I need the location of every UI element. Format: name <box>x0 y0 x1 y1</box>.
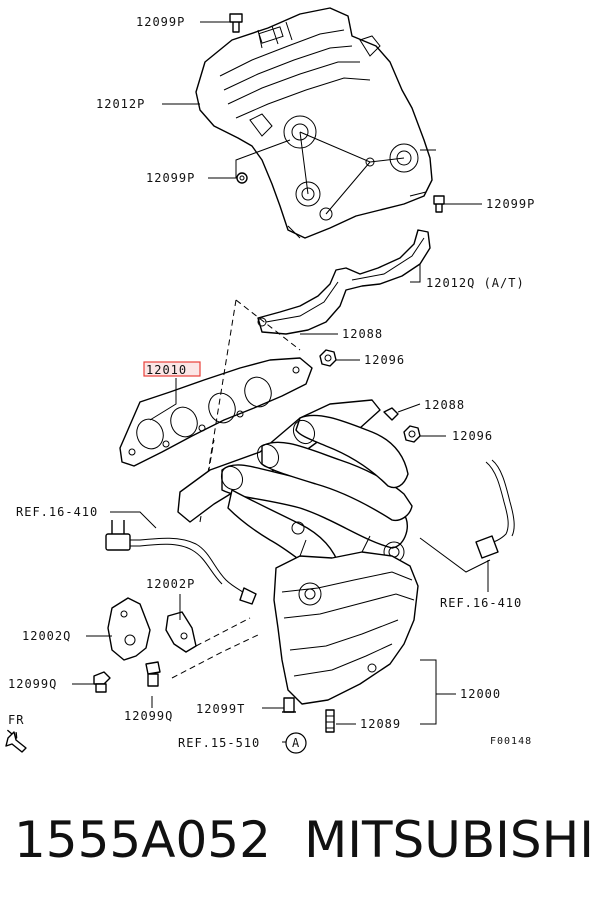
bracket-12012Q <box>257 229 431 335</box>
label-12002P: 12002P <box>146 577 195 591</box>
exhaust-manifold-12000 <box>177 399 419 705</box>
label-12000: 12000 <box>460 687 501 701</box>
bolt-12099Q-bottom <box>145 661 161 687</box>
label-12099Q-bottom: 12099Q <box>124 709 173 723</box>
label-fr: FR <box>8 713 24 727</box>
washer-12088-b <box>383 407 399 421</box>
bolt-12099P-right <box>433 195 445 213</box>
label-12099P-right: 12099P <box>486 197 535 211</box>
bolt-12099Q-left <box>93 671 111 693</box>
label-12089: 12089 <box>360 717 401 731</box>
label-12012P: 12012P <box>96 97 145 111</box>
label-ref16-right: REF.16-410 <box>440 596 522 610</box>
label-fig-code: F00148 <box>490 736 532 747</box>
gasket-12010 <box>119 357 313 467</box>
nut-12096-a <box>319 349 337 367</box>
bolt-12099P-top <box>229 13 243 33</box>
bracket-12002Q <box>107 597 151 661</box>
brand-name: MITSUBISHI <box>304 811 594 869</box>
stud-12099T <box>282 697 296 713</box>
o2-sensor-left <box>105 520 257 605</box>
bracket-12002P <box>165 611 197 653</box>
exhaust-manifold-diagram: 12099P 12012P 12099P 12099P 12012Q (A/T)… <box>5 7 535 754</box>
label-12012Q: 12012Q (A/T) <box>426 276 525 290</box>
leader-lines <box>72 21 491 743</box>
bracket-dash-lines <box>171 617 261 679</box>
circle-a-marker <box>285 732 307 754</box>
highlight-box-12010 <box>143 361 201 377</box>
label-circle-a: A <box>292 736 300 750</box>
label-12099Q-left: 12099Q <box>8 677 57 691</box>
label-12099P-mid: 12099P <box>146 171 195 185</box>
label-ref15: REF.15-510 <box>178 736 260 750</box>
caption: 1555A052 MITSUBISHI <box>14 800 594 880</box>
label-12099T: 12099T <box>196 702 245 716</box>
label-12099P-top: 12099P <box>136 15 185 29</box>
label-12096-b: 12096 <box>452 429 493 443</box>
bolt-12099P-mid <box>236 172 248 184</box>
label-12002Q: 12002Q <box>22 629 71 643</box>
label-12088-a: 12088 <box>342 327 383 341</box>
label-12088-b: 12088 <box>424 398 465 412</box>
label-ref16-left: REF.16-410 <box>16 505 98 519</box>
label-12010: 12010 <box>146 363 187 377</box>
nut-12096-b <box>403 425 421 443</box>
heat-shield-upper <box>195 7 436 239</box>
fr-arrow-icon <box>5 729 27 753</box>
stud-12089 <box>325 709 335 733</box>
label-12096-a: 12096 <box>364 353 405 367</box>
o2-sensor-right <box>475 459 515 559</box>
part-number: 1555A052 <box>14 811 271 869</box>
